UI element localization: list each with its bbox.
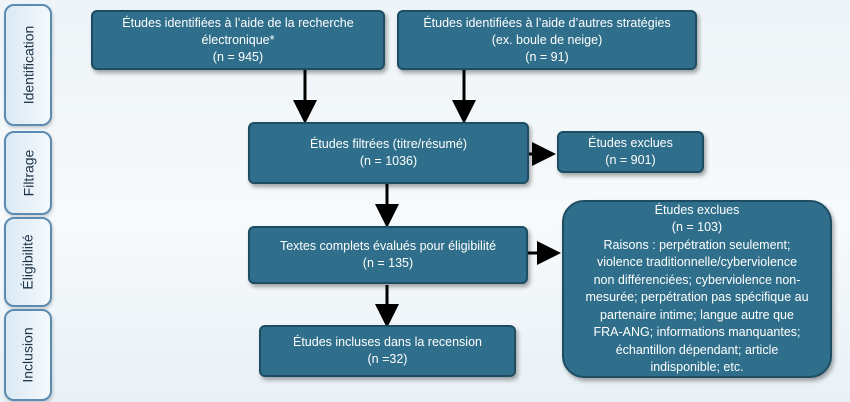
box-title: Études exclues [654, 202, 740, 217]
reason-line: Raisons : perpétration seulement; [603, 237, 791, 252]
phase-filtrage: Filtrage [4, 131, 52, 215]
box-count: (n = 135) [362, 256, 414, 270]
box-other-strategies: Études identifiées à l’aide d’autres str… [397, 10, 697, 70]
reason-line: partenaire intime; langue autre que [600, 307, 794, 322]
box-count: (n =32) [367, 352, 408, 366]
box-count: (n = 103) [671, 220, 723, 234]
box-excluded-screening: Études exclues (n = 901) [557, 131, 704, 173]
box-text: Études filtrées (titre/résumé) [310, 137, 467, 151]
phase-eligibilite: Éligibilité [4, 217, 52, 307]
box-text: Études identifiées à l’aide de la recher… [122, 15, 354, 30]
box-text: Études exclues [588, 136, 673, 150]
box-excluded-eligibility: Études exclues (n = 103) Raisons : perpé… [562, 200, 832, 378]
box-count: (n = 91) [525, 49, 569, 64]
reason-line: mesurée; perpétration pas spécifique au [585, 290, 809, 304]
box-text: Textes complets évalués pour éligibilité [279, 239, 497, 253]
reason-line: non différenciées; cyberviolence non- [593, 272, 801, 287]
box-screened: Études filtrées (titre/résumé) (n = 1036… [248, 122, 529, 184]
phase-inclusion: Inclusion [4, 309, 52, 401]
box-count: (n = 901) [605, 153, 656, 167]
box-electronic-search: Études identifiées à l’aide de la recher… [91, 10, 385, 70]
box-count: (n = 1036) [359, 154, 418, 168]
box-text: Études identifiées à l’aide d’autres str… [423, 15, 671, 30]
box-count: (n = 945) [212, 49, 264, 64]
phase-identification: Identification [4, 4, 52, 126]
box-text: (ex. boule de neige) [491, 32, 603, 47]
reason-line: échantillon dépendant; article [615, 342, 779, 357]
box-fulltext-assessed: Textes complets évalués pour éligibilité… [248, 226, 528, 284]
box-text: électronique* [201, 32, 275, 47]
box-included: Études incluses dans la recension (n =32… [259, 325, 516, 377]
reason-line: FRA-ANG; informations manquantes; [593, 325, 801, 339]
reason-line: indisponible; etc. [650, 360, 744, 374]
reason-line: violence traditionnelle/cyberviolence [596, 255, 798, 269]
box-text: Études incluses dans la recension [292, 335, 482, 349]
